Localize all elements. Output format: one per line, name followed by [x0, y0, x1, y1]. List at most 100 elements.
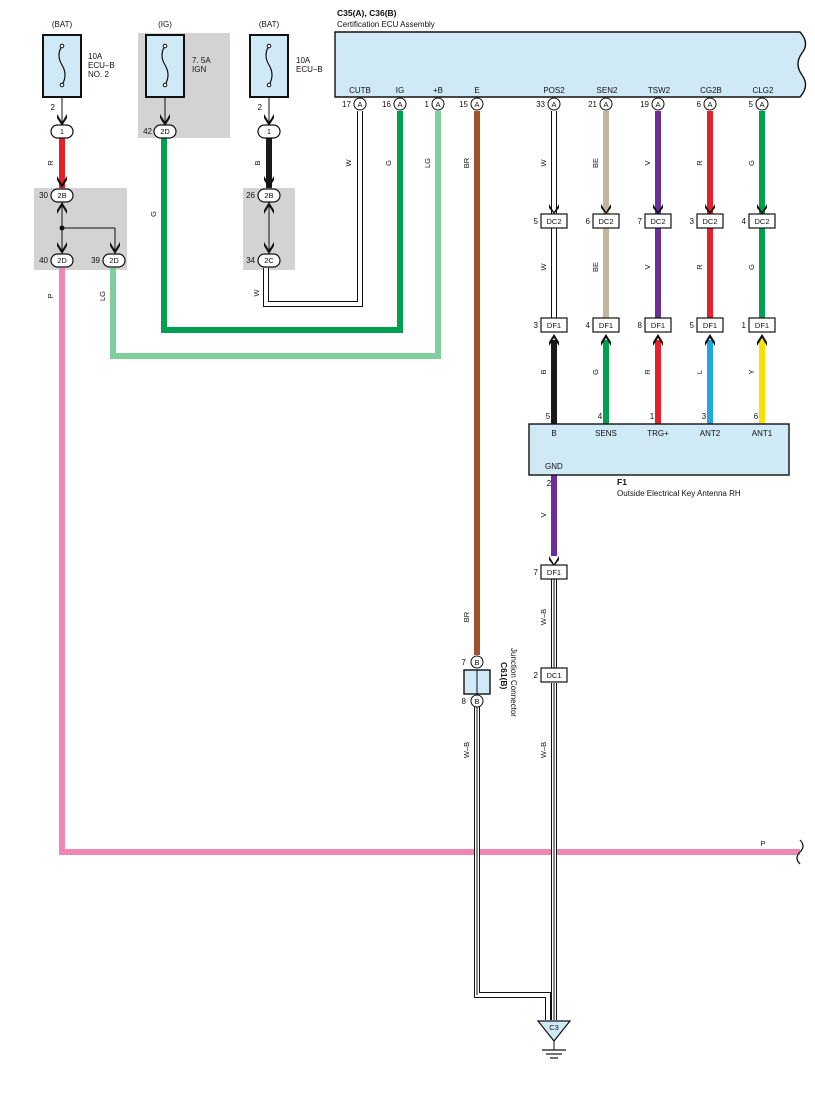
antenna-pin-ant1: 6 — [754, 412, 759, 421]
df1-pin-2: 4 — [586, 321, 591, 330]
dc2-label-4: DC2 — [702, 217, 717, 226]
df1-label-3: DF1 — [651, 321, 665, 330]
ground-label: C3 — [549, 1023, 559, 1032]
dc2-label-5: DC2 — [754, 217, 769, 226]
fuse-ecu-b — [249, 34, 289, 123]
label-b-fuse3: B — [253, 160, 262, 165]
ecu-pin-e: 15 — [459, 100, 468, 109]
dc2-label-1: DC2 — [546, 217, 561, 226]
fuse3-rating: 10A — [296, 56, 311, 65]
dc1-connector — [540, 667, 568, 683]
ecu-conn-tsw2: A — [655, 100, 660, 109]
fuse-ecu-b-no2 — [42, 34, 82, 123]
antenna-pin-trg: 1 — [650, 412, 655, 421]
fuse3-pin: 2 — [258, 103, 263, 112]
jc-top-pin: 7 — [462, 658, 467, 667]
label-v-a: V — [643, 160, 652, 165]
df1-pin-3: 8 — [638, 321, 643, 330]
ecu-pin-ig: 16 — [382, 100, 391, 109]
dc2-arrows — [549, 204, 767, 214]
ig-out-pin: 42 — [143, 127, 152, 136]
dc2-pin-5: 4 — [742, 217, 747, 226]
label-w-cutb: W — [344, 159, 353, 167]
j3-in-pin: 26 — [246, 191, 255, 200]
fuse2-name: IGN — [192, 65, 206, 74]
df1-gnd-connector — [540, 564, 568, 580]
dc2-connectors — [540, 213, 776, 229]
j1-out-left-conn: 2D — [57, 256, 67, 265]
antenna-box — [528, 423, 790, 476]
ecu-pin-plus-b: 1 — [425, 100, 430, 109]
dc1-label: DC1 — [546, 671, 561, 680]
label-p: P — [46, 293, 55, 298]
df1-pin-1: 3 — [534, 321, 539, 330]
ecu-pin-clg2: 5 — [749, 100, 754, 109]
ecu-terminal-sen2: SEN2 — [597, 86, 618, 95]
label-g-antenna: G — [591, 369, 600, 375]
ecu-conn-ig: A — [397, 100, 402, 109]
junction-splice-dot — [59, 225, 65, 231]
j1-out-right-pin: 39 — [91, 256, 100, 265]
label-v-b: V — [643, 264, 652, 269]
ecu-conn-plus-b: A — [435, 100, 440, 109]
df1-label-5: DF1 — [755, 321, 769, 330]
fuse2-source: (IG) — [158, 20, 172, 29]
fuse3-name: ECU–B — [296, 65, 323, 74]
ecu-conn-cutb: A — [357, 100, 362, 109]
ecu-terminal-plus-b: +B — [433, 86, 443, 95]
df1-gnd-pin: 7 — [534, 568, 539, 577]
antenna-pin-b: 5 — [546, 412, 551, 421]
label-v-gnd: V — [539, 512, 548, 517]
fuse1-name: ECU–B — [88, 61, 115, 70]
ecu-conn-e: A — [474, 100, 479, 109]
label-wb-gnd-a: W–B — [539, 609, 548, 625]
antenna-pin-ant2: 3 — [702, 412, 707, 421]
label-r-a: R — [695, 160, 704, 166]
df1-label-4: DF1 — [703, 321, 717, 330]
antenna-terminal-trg: TRG+ — [647, 429, 669, 438]
jc-bottom-badge — [470, 694, 484, 708]
dc1-pin: 2 — [534, 671, 539, 680]
df1-label-1: DF1 — [547, 321, 561, 330]
ecu-pin-tsw2: 19 — [640, 100, 649, 109]
wire-wb-junction — [474, 706, 551, 1020]
ecu-pin-sen2: 21 — [588, 100, 597, 109]
antenna-pin-sens: 4 — [598, 412, 603, 421]
df1-arrows — [549, 334, 767, 346]
ecu-terminal-tsw2: TSW2 — [648, 86, 671, 95]
label-g-a: G — [747, 160, 756, 166]
ig-out-conn: 2D — [160, 127, 170, 136]
dc2-label-3: DC2 — [650, 217, 665, 226]
df1-label-2: DF1 — [599, 321, 613, 330]
label-lg: LG — [98, 291, 107, 301]
ecu-box — [334, 31, 807, 98]
antenna-terminal-b: B — [551, 429, 556, 438]
ground-triangle — [536, 1020, 572, 1042]
ecu-name: Certification ECU Assembly — [337, 20, 435, 29]
antenna-terminal-ant1: ANT1 — [752, 429, 773, 438]
ecu-conn-clg2: A — [759, 100, 764, 109]
jc-name: Junction Connector — [509, 648, 518, 717]
label-w-cutb-low: W — [252, 289, 261, 297]
j1-out-right-conn: 2D — [109, 256, 119, 265]
ecu-terminal-pos2: POS2 — [543, 86, 565, 95]
df1-pin-5: 1 — [742, 321, 747, 330]
fuse1-rating: 10A — [88, 52, 103, 61]
jc-bottom-conn: B — [474, 697, 479, 706]
label-g-ig-top: G — [384, 160, 393, 166]
ecu-terminal-cg2b: CG2B — [700, 86, 722, 95]
ecu-conn-cg2b: A — [707, 100, 712, 109]
dc2-pin-1: 5 — [534, 217, 539, 226]
fuse1-pin: 2 — [51, 103, 56, 112]
df1-pin-4: 5 — [690, 321, 695, 330]
wire-p-break — [796, 839, 804, 865]
ecu-pin-cg2b: 6 — [697, 100, 702, 109]
jc-bottom-pin: 8 — [462, 697, 467, 706]
label-y-antenna: Y — [747, 369, 756, 374]
fuse3-terminal: 1 — [267, 127, 271, 136]
fuse1-source: (BAT) — [52, 20, 73, 29]
df1-gnd-label: DF1 — [547, 568, 561, 577]
ecu-code: C35(A), C36(B) — [337, 8, 397, 18]
fuse1-terminal: 1 — [60, 127, 64, 136]
